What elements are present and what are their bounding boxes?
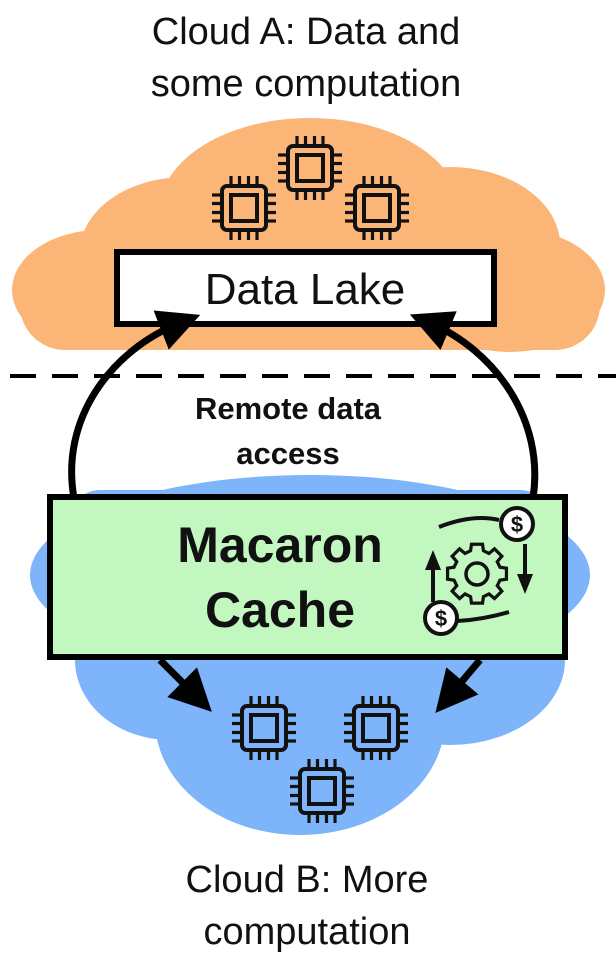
cost-optimization-gear-icon: $ $ <box>423 506 535 636</box>
cloud-a-caption-line2: some computation <box>151 63 462 105</box>
remote-access-arrow-right <box>409 311 539 499</box>
cloud-b-caption-line1: Cloud B: More <box>186 859 429 901</box>
remote-access-arrow-left <box>68 310 201 499</box>
macaron-cache-box: Macaron Cache <box>47 494 568 660</box>
cache-to-compute-arrow-left <box>157 657 212 712</box>
dollar-coin-icon: $ <box>423 600 459 636</box>
macaron-cache-label-line1: Macaron <box>177 517 383 573</box>
dollar-coin-icon: $ <box>499 506 535 542</box>
data-lake-label: Data Lake <box>205 265 406 314</box>
svg-text:$: $ <box>511 512 523 537</box>
remote-access-label-line2: access <box>236 436 339 471</box>
macaron-cache-label-line2: Cache <box>205 582 355 638</box>
cloud-a-caption-line1: Cloud A: Data and <box>152 11 460 53</box>
remote-access-label-line1: Remote data <box>195 391 382 426</box>
svg-text:$: $ <box>435 606 447 631</box>
cache-to-compute-arrow-right <box>435 657 483 713</box>
cloud-b-caption-line2: computation <box>203 911 410 953</box>
data-lake-box: Data Lake <box>114 249 497 327</box>
